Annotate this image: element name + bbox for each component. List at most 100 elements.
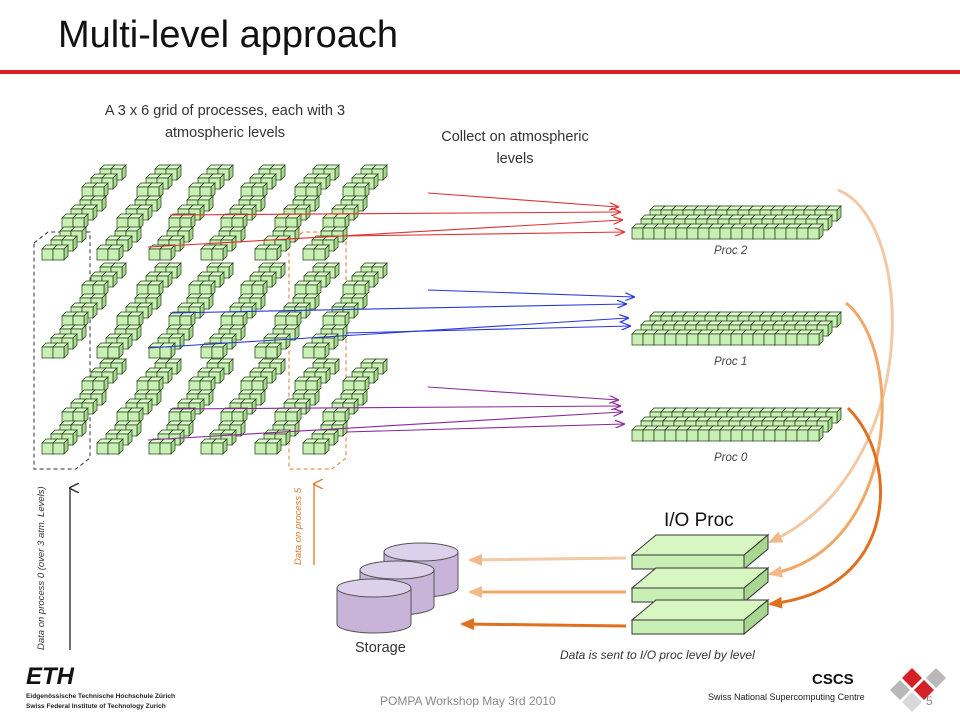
- process-cluster: [81, 262, 127, 297]
- cscs-logo: CSCS Swiss National Supercomputing Centr…: [708, 668, 946, 712]
- process-cluster: [136, 164, 182, 199]
- cube: [305, 376, 322, 393]
- process-cluster: [61, 389, 107, 424]
- process-cluster: [41, 324, 87, 359]
- cube: [211, 244, 228, 261]
- io-slab-middle: [630, 566, 770, 604]
- process-cluster: [81, 164, 127, 199]
- process-cluster: [294, 358, 340, 393]
- collect-arrow: [427, 192, 618, 207]
- data-sent-label: Data is sent to I/O proc level by level: [560, 648, 755, 662]
- data-on-process-0-label: Data on process 0 (over 3 atm. Levels): [36, 486, 47, 650]
- process-cluster: [240, 164, 286, 199]
- cube: [313, 342, 330, 359]
- eth-logo: ETH Eidgenössische Technische Hochschule…: [26, 663, 175, 710]
- process-cluster: [220, 293, 266, 328]
- page-number: 5: [926, 694, 933, 708]
- cube: [353, 280, 370, 297]
- process-0-outline: [33, 231, 91, 470]
- io-arrow-proc0: [768, 406, 882, 609]
- process-cluster: [302, 324, 348, 359]
- cube: [199, 182, 216, 199]
- io-slab-bottom: [630, 598, 770, 636]
- collect-arrow: [147, 412, 622, 441]
- process-cluster: [61, 293, 107, 328]
- process-grid: [41, 164, 388, 455]
- process-cluster: [200, 324, 246, 359]
- process-cluster: [41, 420, 87, 455]
- cube: [199, 280, 216, 297]
- process-cluster: [220, 389, 266, 424]
- collect-arrow: [169, 304, 626, 314]
- cube: [92, 280, 109, 297]
- process-cluster: [254, 226, 300, 261]
- proc-0-label: Proc 0: [714, 452, 748, 464]
- cube: [179, 311, 196, 328]
- io-proc-label: I/O Proc: [664, 510, 734, 531]
- cube: [159, 244, 176, 261]
- cube: [251, 376, 268, 393]
- process-cluster: [168, 195, 214, 230]
- cscs-logo-line: Swiss National Supercomputing Centre: [708, 692, 865, 702]
- process-cluster: [220, 195, 266, 230]
- io-proc-slabs: [630, 533, 770, 636]
- collect-arrow: [345, 424, 624, 433]
- process-cluster: [168, 293, 214, 328]
- process-cluster: [61, 195, 107, 230]
- collect-caption: Collect on atmospheric levels: [441, 129, 589, 167]
- process-cluster: [148, 324, 194, 359]
- process-cluster: [322, 389, 368, 424]
- process-5-outline: [288, 231, 347, 470]
- process-cluster: [200, 420, 246, 455]
- arrows-level-2: [147, 192, 624, 248]
- cube: [333, 213, 350, 230]
- cube: [211, 342, 228, 359]
- process-cluster: [96, 420, 142, 455]
- cube: [807, 329, 824, 346]
- cube: [107, 438, 124, 455]
- process-cluster: [254, 324, 300, 359]
- collect-arrow: [427, 289, 634, 297]
- process-cluster: [274, 389, 320, 424]
- collect-arrow: [169, 406, 620, 409]
- proc-2-board: [631, 205, 842, 240]
- storage-cylinders: [336, 542, 459, 634]
- collect-arrow: [345, 326, 630, 334]
- cube: [147, 182, 164, 199]
- cube: [127, 311, 144, 328]
- cube: [333, 407, 350, 424]
- footer-text: POMPA Workshop May 3rd 2010: [380, 694, 556, 708]
- proc-0-board: [631, 407, 842, 442]
- cube: [127, 213, 144, 230]
- proc-1-label: Proc 1: [714, 356, 748, 368]
- cube: [265, 244, 282, 261]
- data-on-process-5-label: Data on process 5: [293, 487, 304, 565]
- cube: [313, 244, 330, 261]
- process-cluster: [116, 195, 162, 230]
- process-cluster: [116, 389, 162, 424]
- process-cluster: [294, 164, 340, 199]
- collect-arrow: [147, 318, 628, 349]
- cube: [211, 438, 228, 455]
- process-cluster: [302, 420, 348, 455]
- cube: [72, 311, 89, 328]
- cube: [807, 223, 824, 240]
- process-cluster: [240, 358, 286, 393]
- process-cluster: [200, 226, 246, 261]
- process-cluster: [240, 262, 286, 297]
- cube: [807, 425, 824, 442]
- cube: [265, 342, 282, 359]
- io-arrow-proc2: [768, 188, 894, 544]
- process-cluster: [188, 164, 234, 199]
- cube: [52, 438, 69, 455]
- process-cluster: [322, 293, 368, 328]
- process-cluster: [96, 226, 142, 261]
- proc-1-board: [631, 311, 842, 346]
- cube: [251, 280, 268, 297]
- process-cluster: [148, 226, 194, 261]
- storage-arrow-bottom: [460, 618, 627, 631]
- cube: [92, 182, 109, 199]
- eth-logo-line2: Swiss Federal Institute of Technology Zu…: [26, 703, 166, 710]
- cube: [159, 342, 176, 359]
